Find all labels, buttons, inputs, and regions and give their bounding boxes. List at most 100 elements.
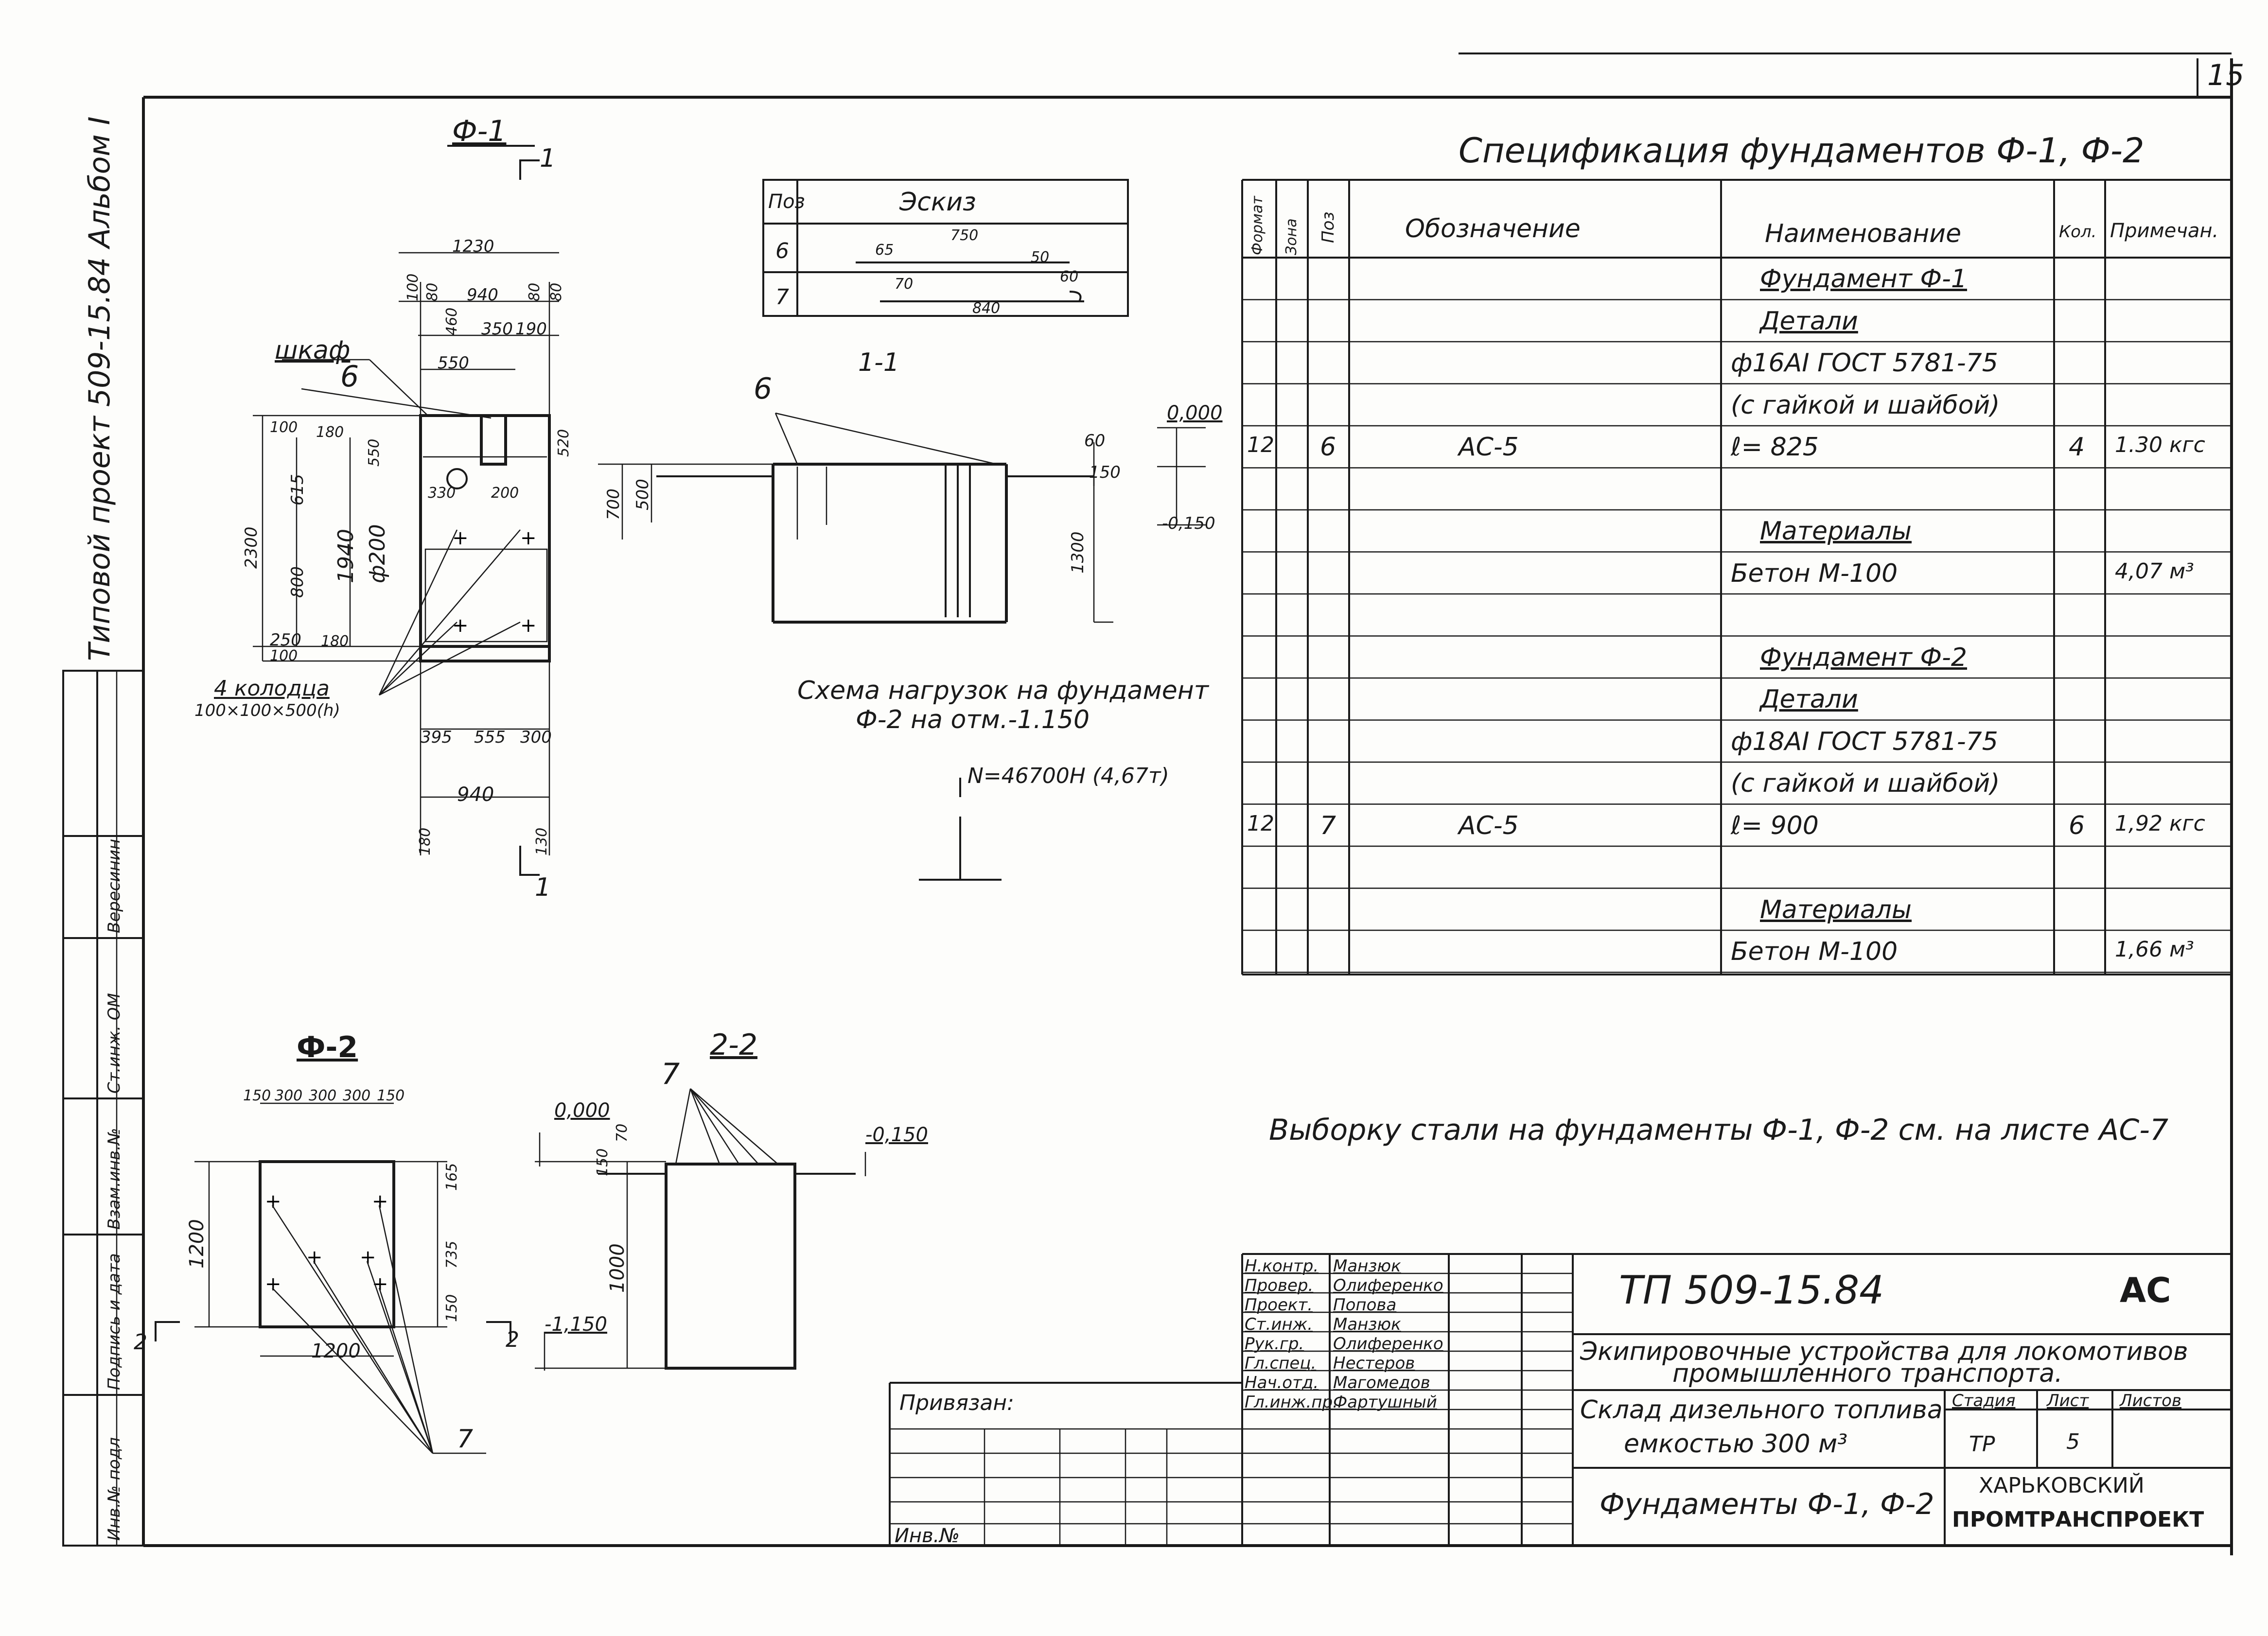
title-block-bound: Привязан: — [899, 1391, 1014, 1415]
title-block-person: Нестеров — [1333, 1354, 1415, 1373]
spec-head-pos: Поз — [1319, 211, 1338, 243]
title-block-drawing-title: Фундаменты Ф-1, Ф-2 — [1600, 1487, 1934, 1521]
plan-f2-dim-300b: 300 — [309, 1087, 337, 1104]
plan-f1-dim-250: 250 — [270, 630, 301, 650]
spec-cell-note: 4,07 м³ — [2115, 558, 2194, 584]
section-2-2-mark-000: 0,000 — [554, 1099, 610, 1122]
plan-f1-dim-615: 615 — [288, 474, 307, 505]
plan-f1-dim-1230: 1230 — [452, 237, 494, 256]
spec-head-qty: Кол. — [2059, 222, 2097, 242]
plan-f1-dim-80b: 80 — [526, 282, 543, 301]
plan-f1-dim-130: 130 — [533, 827, 550, 855]
sketch-row-7-dim-b: 840 — [972, 300, 1001, 317]
plan-f2-dim-150a: 150 — [243, 1087, 271, 1104]
side-stamp-engineer: Ст.инж. ОМ — [105, 992, 124, 1094]
plan-f2-dim-300c: 300 — [343, 1087, 371, 1104]
title-block-person: Фартушный — [1333, 1392, 1437, 1412]
section-2-2-dim-70: 70 — [614, 1123, 631, 1142]
plan-f2-dim-735: 735 — [443, 1240, 460, 1269]
title-block-stage: ТР — [1969, 1432, 1995, 1457]
title-block-code: ТП 509-15.84 — [1619, 1268, 1884, 1313]
plan-f1-dim-350: 350 — [481, 319, 513, 339]
section-1-1-dim-150: 150 — [1089, 463, 1121, 482]
spec-cell-name: Материалы — [1760, 895, 1912, 924]
title-block-mark: АС — [2120, 1271, 2171, 1310]
spec-head-format: Формат — [1249, 196, 1266, 255]
plan-f2-dim-150b: 150 — [377, 1087, 405, 1104]
title-block-role: Н.контр. — [1245, 1256, 1319, 1276]
plan-f2-section-right: 2 — [506, 1327, 519, 1352]
side-stamp-inv: Инв.№ подл — [105, 1437, 124, 1541]
plan-f2-dim-1200h: 1200 — [311, 1340, 361, 1362]
sketch-row-7-dim-c: 60 — [1060, 268, 1079, 285]
title-block-org-2: ПРОМТРАНСПРОЕКТ — [1952, 1507, 2204, 1532]
section-1-1-mark-000: 0,000 — [1167, 402, 1223, 424]
plan-f1-dim-800: 800 — [288, 566, 307, 598]
plan-f1-section-bottom: 1 — [535, 873, 551, 902]
svg-text:+: + — [452, 614, 469, 637]
plan-f1-section-top: 1 — [540, 144, 556, 173]
label-wells-size: 100×100×500(h) — [194, 701, 340, 720]
sketch-row-6-dim-a: 65 — [875, 242, 894, 259]
plan-f1-dim-100l: 100 — [270, 419, 298, 436]
plan-f1-dim-550v: 550 — [366, 438, 383, 467]
spec-cell-name: Фундамент Ф-1 — [1760, 264, 1968, 294]
spec-cell-name: Детали — [1760, 685, 1858, 714]
plan-f1-dim-520: 520 — [555, 429, 572, 457]
title-block-role: Провер. — [1245, 1276, 1314, 1295]
sketch-row-6-dim-c: 50 — [1031, 249, 1050, 266]
section-1-1-dim-1300: 1300 — [1068, 531, 1088, 574]
sketch-row-7-dim-a: 70 — [895, 276, 914, 293]
title-block-person: Попова — [1333, 1295, 1397, 1315]
plan-f1-dim-555: 555 — [474, 728, 506, 747]
album-title: Типовой проект 509-15.84 Альбом I — [83, 116, 117, 661]
spec-cell-name: ф16АI ГОСТ 5781-75 — [1731, 348, 1998, 378]
section-2-2-dim-1000: 1000 — [606, 1243, 629, 1293]
spec-cell-name: Детали — [1760, 306, 1858, 336]
section-1-1-dim-60: 60 — [1084, 431, 1106, 451]
spec-cell-pos: 6 — [1320, 433, 1336, 462]
spec-cell-name: ℓ= 900 — [1731, 811, 1819, 840]
sheet-number: 15 — [2207, 58, 2245, 92]
plan-f1-dim-2300: 2300 — [242, 526, 261, 569]
svg-text:+: + — [265, 1273, 281, 1295]
sketch-head-pos: Поз — [768, 191, 805, 213]
spec-cell-fmt: 12 — [1247, 811, 1274, 836]
title-block-project-2: промышленного транспорта. — [1672, 1359, 2063, 1388]
spec-head-designation: Обозначение — [1405, 214, 1581, 244]
title-block-inv: Инв.№ — [895, 1525, 960, 1547]
label-pos-6-plan: 6 — [340, 360, 359, 394]
spec-cell-pos: 7 — [1320, 811, 1336, 840]
sketch-row-7-pos: 7 — [775, 285, 789, 310]
plan-f2-pos-7: 7 — [457, 1425, 474, 1454]
side-stamp-name: Вересинин — [105, 838, 124, 933]
title-block-role: Ст.инж. — [1245, 1315, 1313, 1334]
spec-cell-desig: АС-5 — [1459, 433, 1519, 462]
plan-f2-dim-300a: 300 — [275, 1087, 303, 1104]
svg-text:+: + — [520, 527, 537, 549]
load-scheme-line1: Схема нагрузок на фундамент — [797, 676, 1209, 705]
title-block-sheet: 5 — [2066, 1429, 2080, 1454]
label-wells: 4 колодца — [214, 676, 330, 701]
svg-text:+: + — [306, 1246, 323, 1269]
title-block-sheet-label: Лист — [2047, 1391, 2089, 1410]
plan-f1-dim-80a: 80 — [424, 282, 441, 301]
spec-cell-qty: 6 — [2069, 811, 2085, 840]
section-1-1-pos-6: 6 — [754, 372, 773, 406]
spec-cell-note: 1,66 м³ — [2115, 937, 2194, 962]
section-1-1-title: 1-1 — [858, 348, 899, 377]
steel-note: Выборку стали на фундаменты Ф-1, Ф-2 см.… — [1269, 1113, 2169, 1147]
title-block-person: Магомедов — [1333, 1373, 1430, 1392]
spec-head-zone: Зона — [1283, 218, 1300, 255]
plan-f1-dim-180b: 180 — [321, 633, 349, 650]
section-2-2-dim-150: 150 — [594, 1148, 611, 1176]
title-block-project-1: Экипировочные устройства для локомотивов — [1580, 1337, 2188, 1366]
title-block-role: Гл.спец. — [1245, 1354, 1317, 1373]
plan-f1-dim-190: 190 — [515, 319, 547, 339]
side-stamp-sign: Подпись и дата — [105, 1253, 124, 1390]
spec-cell-desig: АС-5 — [1459, 811, 1519, 840]
plan-f1-dim-200: 200 — [491, 485, 519, 502]
sketch-row-6-pos: 6 — [775, 239, 789, 263]
plan-f1-dim-940b: 940 — [457, 783, 494, 806]
